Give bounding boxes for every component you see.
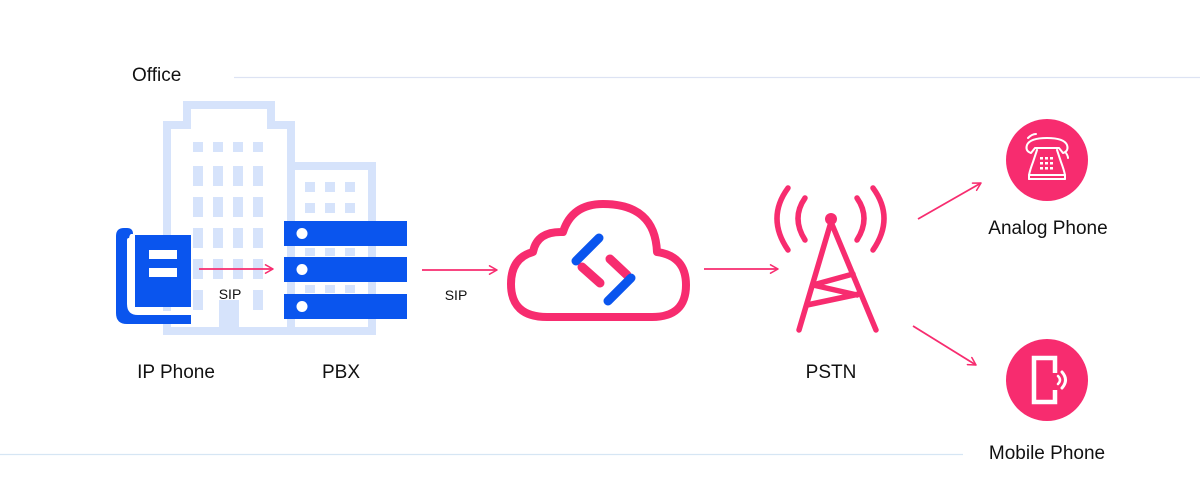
pbx-label: PBX [321, 362, 361, 383]
rotary-phone-icon[interactable] [1006, 119, 1088, 201]
desk-phone-handset-detail [127, 238, 193, 315]
server-rack-icon[interactable] [284, 221, 407, 319]
office-zone-title: Office [132, 65, 182, 86]
arrow-pstn-to-analog-phone [917, 182, 982, 220]
cloud-logo-icon[interactable] [507, 200, 690, 321]
arrow-pstn-to-mobile-phone [912, 325, 977, 366]
edge-label-ip-phone-pbx: SIP [218, 286, 242, 302]
analog-phone-label: Analog Phone [988, 218, 1108, 239]
mobile-phone-icon[interactable] [1006, 339, 1088, 421]
cell-tower-icon[interactable] [774, 185, 887, 333]
edge-label-pbx-cloud: SIP [444, 287, 468, 303]
ip-phone-label: IP Phone [137, 362, 215, 383]
mobile-phone-label: Mobile Phone [988, 443, 1106, 464]
pstn-label: PSTN [805, 362, 857, 383]
